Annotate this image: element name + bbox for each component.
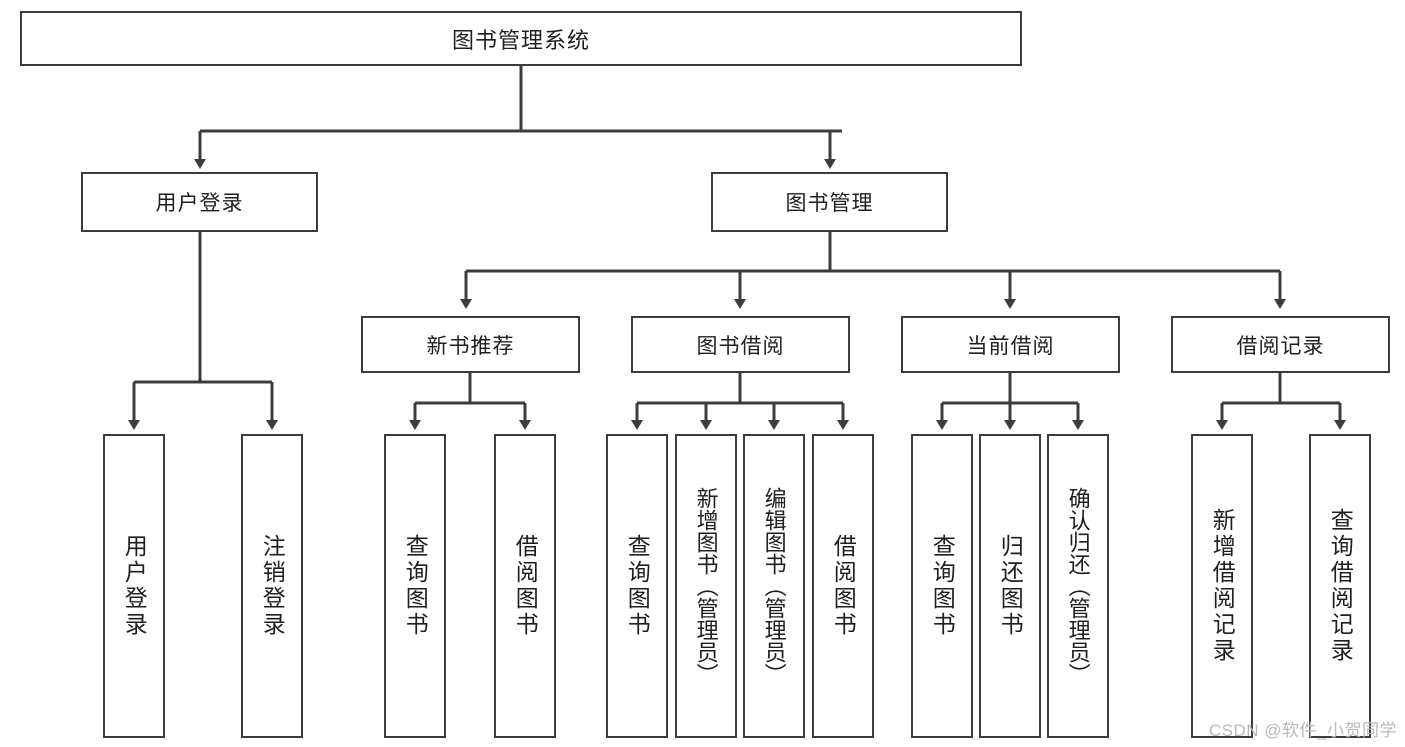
node-label: 查询图书 <box>929 534 956 638</box>
node-label: 归还图书 <box>997 534 1024 638</box>
node-label: 借阅图书 <box>830 534 857 638</box>
node-leaf-query-books-recommendation[interactable]: 查询图书 <box>384 434 446 738</box>
node-label: 当前借阅 <box>966 334 1055 358</box>
node-book-borrowing[interactable]: 图书借阅 <box>631 316 850 373</box>
node-label: 新书推荐 <box>426 334 515 358</box>
node-leaf-borrow-books-borrowing[interactable]: 借阅图书 <box>812 434 874 738</box>
node-label: 确认归还（管理员） <box>1065 487 1091 685</box>
node-label: 图书管理系统 <box>451 27 590 53</box>
node-root-book-management-system[interactable]: 图书管理系统 <box>20 11 1022 66</box>
node-leaf-add-book-admin[interactable]: 新增图书（管理员） <box>675 434 737 738</box>
node-label: 图书借阅 <box>696 334 785 358</box>
node-label: 新增图书（管理员） <box>693 487 719 685</box>
node-label: 查询图书 <box>624 534 651 638</box>
node-leaf-return-books[interactable]: 归还图书 <box>979 434 1041 738</box>
node-label: 注销登录 <box>259 534 286 638</box>
node-current-borrowing[interactable]: 当前借阅 <box>901 316 1120 373</box>
node-leaf-confirm-return-admin[interactable]: 确认归还（管理员） <box>1047 434 1109 738</box>
node-borrowing-records[interactable]: 借阅记录 <box>1171 316 1390 373</box>
node-label: 新增借阅记录 <box>1209 508 1236 664</box>
node-leaf-query-books-current[interactable]: 查询图书 <box>911 434 973 738</box>
node-leaf-query-borrow-record[interactable]: 查询借阅记录 <box>1309 434 1371 738</box>
node-label: 借阅记录 <box>1236 334 1325 358</box>
node-leaf-edit-book-admin[interactable]: 编辑图书（管理员） <box>743 434 805 738</box>
node-label: 用户登录 <box>121 534 148 638</box>
node-leaf-query-books-borrowing[interactable]: 查询图书 <box>606 434 668 738</box>
node-leaf-add-borrow-record[interactable]: 新增借阅记录 <box>1191 434 1253 738</box>
node-leaf-borrow-books-recommendation[interactable]: 借阅图书 <box>494 434 556 738</box>
node-label: 查询图书 <box>402 534 429 638</box>
node-label: 用户登录 <box>155 192 244 215</box>
node-user-login[interactable]: 用户登录 <box>81 172 318 232</box>
node-leaf-logout[interactable]: 注销登录 <box>241 434 303 738</box>
node-label: 查询借阅记录 <box>1327 508 1354 664</box>
node-label: 编辑图书（管理员） <box>761 487 787 685</box>
node-book-management[interactable]: 图书管理 <box>711 172 948 232</box>
node-label: 借阅图书 <box>512 534 539 638</box>
node-new-book-recommendation[interactable]: 新书推荐 <box>361 316 580 373</box>
node-leaf-user-login[interactable]: 用户登录 <box>103 434 165 738</box>
node-label: 图书管理 <box>785 192 874 215</box>
